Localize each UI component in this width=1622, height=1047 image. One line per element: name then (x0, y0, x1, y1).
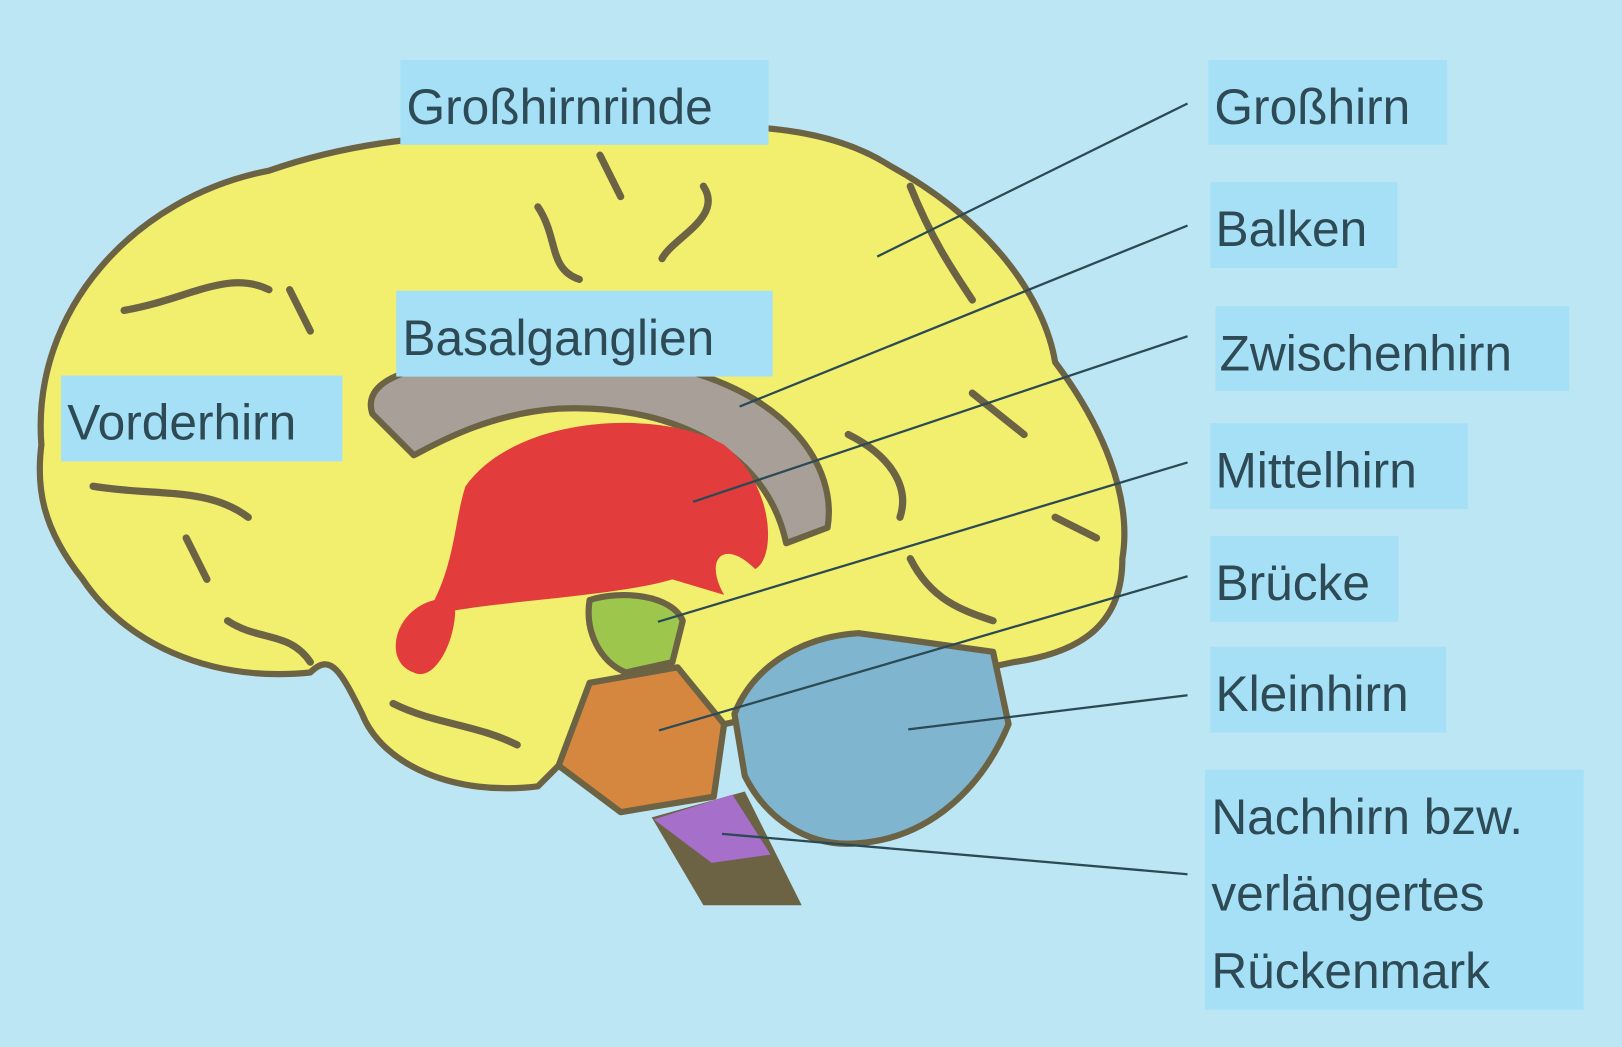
label-corpus-callosum: Balken (1210, 182, 1398, 268)
label-medulla-line2: verlängertes (1211, 865, 1484, 921)
label-cerebellum-text: Kleinhirn (1215, 666, 1408, 722)
medulla-shape (653, 794, 771, 863)
sulci (89, 151, 1101, 749)
label-cerebellum: Kleinhirn (1210, 646, 1447, 733)
pons-shape (555, 664, 728, 816)
label-cortex-text: Großhirnrinde (407, 79, 713, 135)
label-diencephalon: Zwischenhirn (1215, 306, 1570, 392)
diencephalon-shape (395, 422, 769, 675)
label-midbrain: Mittelhirn (1210, 423, 1468, 510)
label-pons-text: Brücke (1215, 555, 1369, 611)
label-cerebrum: Großhirn (1208, 60, 1448, 145)
label-forebrain-text: Vorderhirn (67, 395, 296, 451)
label-cerebrum-text: Großhirn (1214, 79, 1410, 135)
label-pons: Brücke (1210, 535, 1399, 622)
label-basal-ganglia-text: Basalganglien (402, 310, 714, 366)
label-medulla-line3: Rückenmark (1211, 943, 1490, 999)
label-medulla: Nachhirn bzw. verlängertes Rückenmark (1205, 769, 1584, 1010)
brain-illustration (36, 123, 1128, 906)
midbrain-shape (585, 592, 686, 676)
label-corpus-callosum-text: Balken (1215, 201, 1367, 257)
label-diencephalon-text: Zwischenhirn (1220, 325, 1512, 381)
label-cortex: Großhirnrinde (400, 60, 769, 145)
label-midbrain-text: Mittelhirn (1215, 442, 1416, 498)
label-forebrain: Vorderhirn (61, 375, 343, 462)
label-basal-ganglia: Basalganglien (396, 290, 773, 377)
cerebellum-shape (731, 630, 1012, 847)
label-medulla-line1: Nachhirn bzw. (1211, 789, 1523, 845)
leader-lines (657, 102, 1189, 876)
